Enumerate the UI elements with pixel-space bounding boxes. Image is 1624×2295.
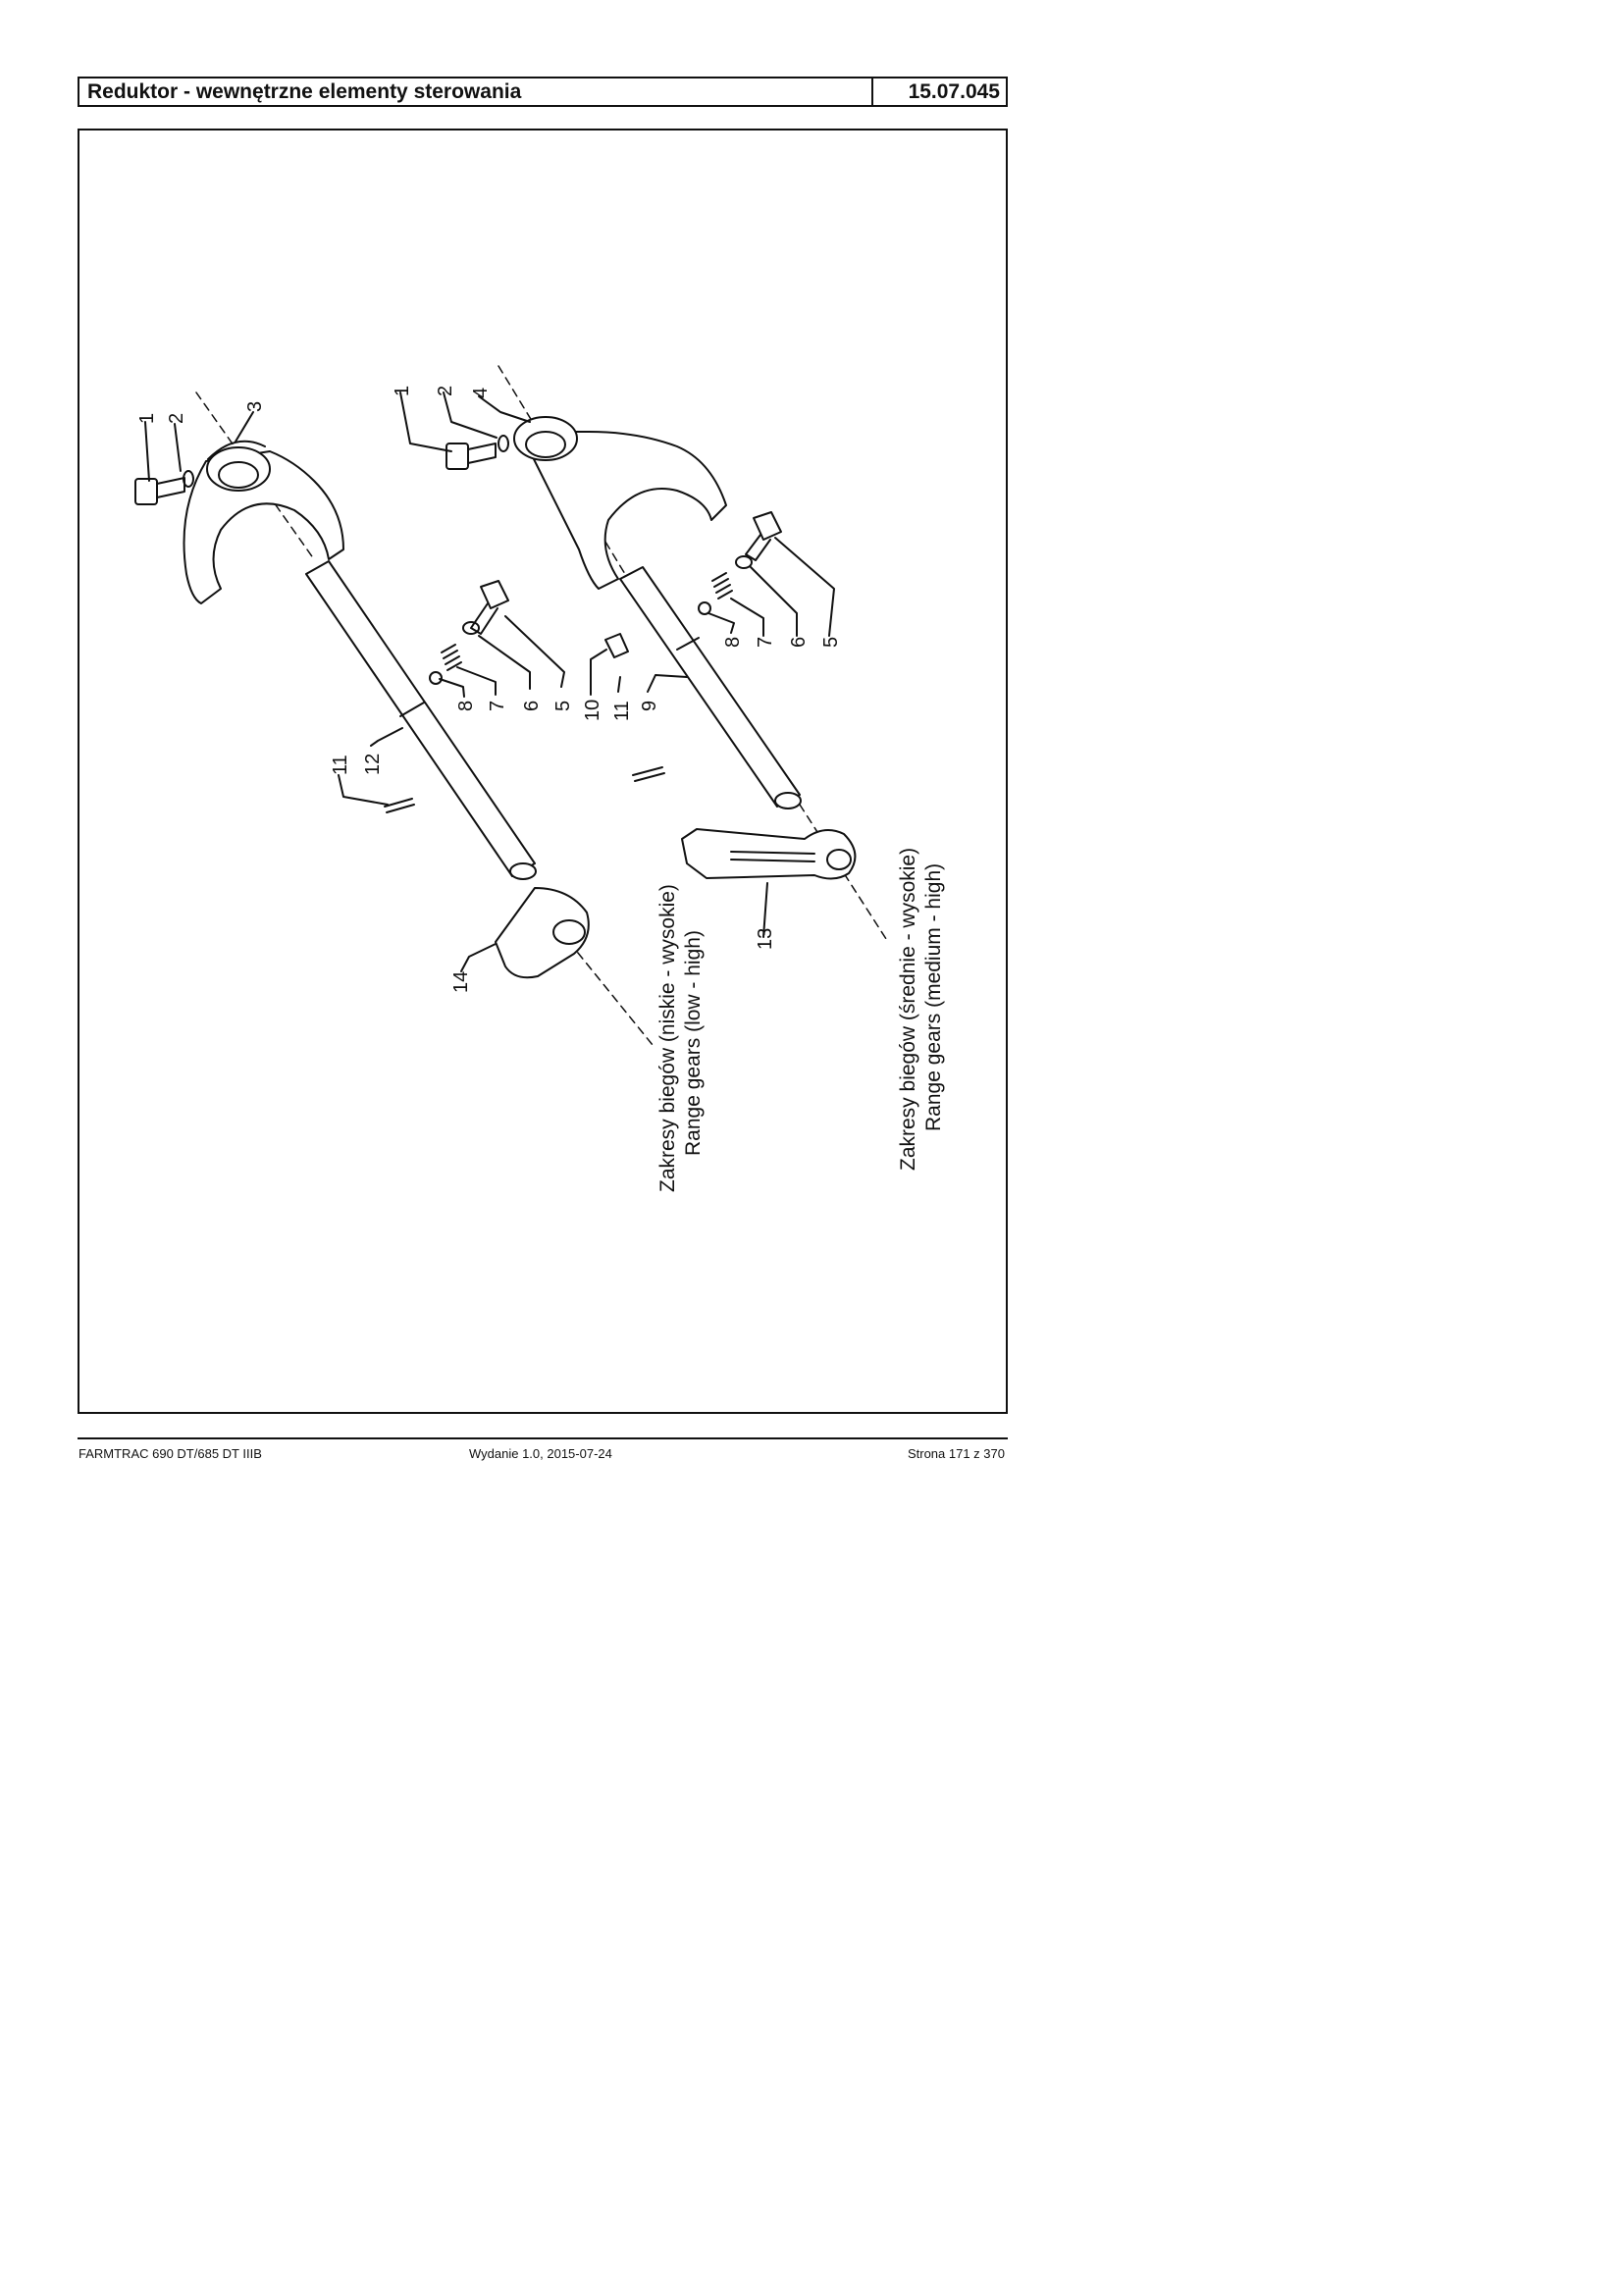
footer-edition: Wydanie 1.0, 2015-07-24 (469, 1446, 612, 1461)
leader-line (617, 676, 621, 693)
axis-line (568, 941, 654, 1046)
callout-label: 11 (330, 755, 351, 775)
bolt-1-left (134, 477, 185, 505)
leader-line (338, 774, 389, 806)
leader-line (590, 649, 607, 696)
ball-8-right (698, 601, 711, 615)
washer-6-left (462, 621, 480, 635)
drawing-frame (78, 129, 1008, 1414)
leader-line (370, 727, 403, 747)
caption-medium-high-en: Range gears (medium - high) (922, 863, 945, 1131)
leader-line (478, 395, 531, 423)
leader-line (478, 635, 531, 690)
section-code: 15.07.045 (908, 80, 1000, 103)
callout-label: 2 (166, 413, 187, 424)
selector-lever-13 (681, 828, 857, 880)
pin-11-left (384, 798, 415, 813)
leader-line (707, 612, 735, 634)
leader-line (774, 537, 835, 637)
bolt-5-right (745, 511, 782, 561)
callout-label: 6 (521, 701, 543, 711)
plug-10 (604, 633, 629, 658)
callout-label: 7 (487, 701, 508, 711)
footer-page-number: Strona 171 z 370 (907, 1446, 1005, 1461)
shift-fork-left (183, 440, 344, 604)
leader-line (174, 423, 182, 472)
callout-label: 1 (136, 413, 158, 424)
leader-line (456, 666, 497, 696)
pin-11-right (632, 766, 665, 782)
leader-line (504, 615, 565, 688)
callout-label: 11 (611, 701, 633, 721)
leader-line (443, 391, 498, 439)
caption-low-high-pl: Zakresy biegów (niskie - wysokie) (656, 884, 679, 1192)
leader-line (647, 674, 688, 693)
leader-line (750, 566, 798, 637)
axis-line (799, 804, 889, 943)
leader-line (144, 421, 150, 482)
callout-label: 9 (639, 701, 660, 711)
callout-label: 5 (820, 637, 842, 648)
callout-label: 6 (788, 637, 810, 648)
callout-label: 5 (552, 701, 574, 711)
shaft-right (619, 566, 802, 809)
callout-label: 12 (362, 754, 384, 775)
exploded-parts-diagram: 1 2 3 1 2 4 5 6 7 8 10 11 9 8 7 6 5 11 1… (134, 365, 945, 1192)
leader-line (762, 882, 768, 938)
caption-medium-high-pl: Zakresy biegów (średnie - wysokie) (897, 848, 919, 1171)
footer-divider (78, 1437, 1008, 1439)
selector-block-14 (495, 887, 590, 979)
leader-line (460, 943, 497, 972)
shift-fork-right (513, 416, 727, 590)
washer-6-right (735, 555, 753, 569)
document-header: Reduktor - wewnętrzne elementy sterowani… (78, 77, 1008, 107)
callout-label: 7 (755, 637, 776, 648)
callout-label: 2 (435, 386, 456, 396)
callout-label: 10 (582, 700, 603, 721)
washer-2-left (183, 470, 194, 488)
washer-2-right (498, 435, 509, 452)
caption-low-high-en: Range gears (low - high) (682, 930, 705, 1156)
spring-7-left (441, 644, 462, 671)
callout-label: 8 (722, 637, 744, 648)
callout-label: 13 (755, 928, 776, 950)
spring-7-right (711, 572, 733, 600)
leader-line (730, 598, 764, 637)
callout-label: 3 (244, 401, 266, 412)
leader-line (439, 678, 465, 698)
shaft-left (305, 560, 537, 880)
leader-line (399, 391, 452, 452)
bolt-5-left (470, 580, 509, 635)
callout-label: 8 (455, 701, 477, 711)
page-title: Reduktor - wewnętrzne elementy sterowani… (79, 78, 873, 105)
footer-model: FARMTRAC 690 DT/685 DT IIIB (79, 1446, 262, 1461)
bolt-1-right (445, 443, 497, 470)
leader-line (235, 411, 254, 443)
callout-label: 1 (392, 386, 413, 396)
callout-label: 4 (470, 388, 492, 398)
callout-label: 14 (450, 971, 472, 993)
ball-8-left (429, 671, 443, 685)
